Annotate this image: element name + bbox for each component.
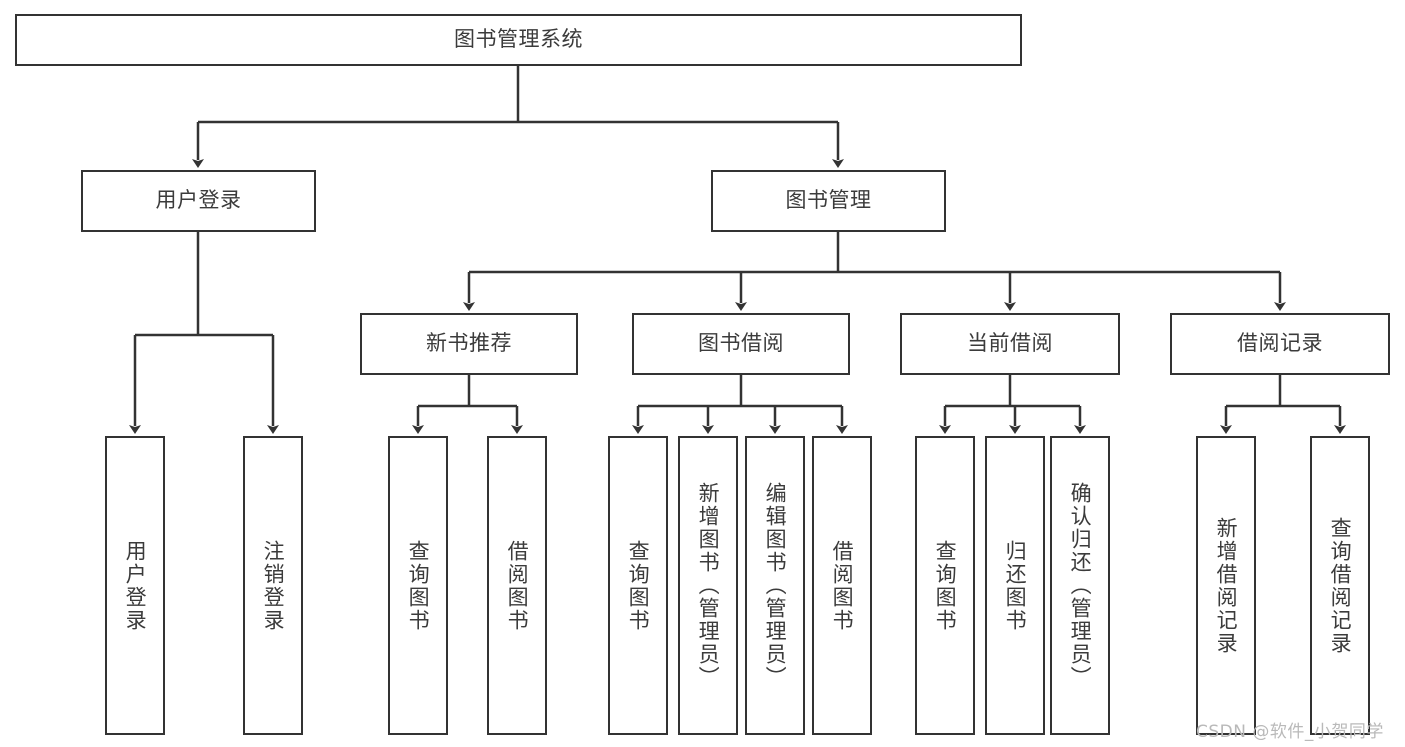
node-book-borrow-label: 图书借阅 — [698, 331, 784, 356]
leaf-user-login[interactable]: 用户登录 — [105, 436, 165, 735]
node-root[interactable]: 图书管理系统 — [15, 14, 1022, 66]
node-user-login-label: 用户登录 — [155, 188, 242, 213]
node-borrow-record[interactable]: 借阅记录 — [1170, 313, 1390, 375]
leaf-return-book-label: 归还图书 — [1003, 539, 1028, 632]
edges-book-borrow-to-leaves — [632, 375, 848, 434]
csdn-watermark: CSDN @软件_小贺同学 — [1196, 722, 1384, 742]
leaf-borrow-book-rec[interactable]: 借阅图书 — [487, 436, 547, 735]
leaf-query-book-borrow-label: 查询图书 — [626, 539, 651, 632]
leaf-query-book-current-label: 查询图书 — [933, 539, 958, 632]
leaf-add-borrow-record-label: 新增借阅记录 — [1214, 516, 1239, 655]
node-current-borrow-label: 当前借阅 — [967, 331, 1053, 356]
edges-book-manage-to-level3 — [463, 232, 1286, 311]
leaf-confirm-return-admin[interactable]: 确认归还（管理员） — [1050, 436, 1110, 735]
leaf-add-book-admin-label: 新增图书（管理员） — [696, 482, 721, 689]
edges-borrow-record-to-leaves — [1220, 375, 1346, 434]
leaf-user-login-label: 用户登录 — [123, 539, 148, 632]
node-user-login[interactable]: 用户登录 — [81, 170, 316, 232]
edges-root-to-level2 — [192, 66, 844, 168]
edges-user-login-to-leaves — [129, 232, 279, 434]
node-book-borrow[interactable]: 图书借阅 — [632, 313, 850, 375]
node-book-management-label: 图书管理 — [785, 188, 872, 213]
node-book-management[interactable]: 图书管理 — [711, 170, 946, 232]
leaf-add-book-admin[interactable]: 新增图书（管理员） — [678, 436, 738, 735]
leaf-borrow-book[interactable]: 借阅图书 — [812, 436, 872, 735]
node-borrow-record-label: 借阅记录 — [1237, 331, 1323, 356]
leaf-query-book-current[interactable]: 查询图书 — [915, 436, 975, 735]
edges-new-book-rec-to-leaves — [412, 375, 523, 434]
node-root-label: 图书管理系统 — [454, 27, 583, 52]
leaf-query-book-borrow[interactable]: 查询图书 — [608, 436, 668, 735]
leaf-query-book-rec[interactable]: 查询图书 — [388, 436, 448, 735]
leaf-edit-book-admin-label: 编辑图书（管理员） — [763, 482, 788, 689]
leaf-edit-book-admin[interactable]: 编辑图书（管理员） — [745, 436, 805, 735]
leaf-add-borrow-record[interactable]: 新增借阅记录 — [1196, 436, 1256, 735]
leaf-borrow-book-label: 借阅图书 — [830, 539, 855, 632]
node-current-borrow[interactable]: 当前借阅 — [900, 313, 1120, 375]
edges-current-borrow-to-leaves — [939, 375, 1086, 434]
leaf-logout-label: 注销登录 — [261, 539, 286, 632]
leaf-query-borrow-record[interactable]: 查询借阅记录 — [1310, 436, 1370, 735]
leaf-logout[interactable]: 注销登录 — [243, 436, 303, 735]
leaf-borrow-book-rec-label: 借阅图书 — [505, 539, 530, 632]
leaf-confirm-return-admin-label: 确认归还（管理员） — [1068, 482, 1093, 689]
leaf-return-book[interactable]: 归还图书 — [985, 436, 1045, 735]
node-new-book-recommend[interactable]: 新书推荐 — [360, 313, 578, 375]
leaf-query-borrow-record-label: 查询借阅记录 — [1328, 516, 1353, 655]
node-new-book-recommend-label: 新书推荐 — [426, 331, 512, 356]
leaf-query-book-rec-label: 查询图书 — [406, 539, 431, 632]
